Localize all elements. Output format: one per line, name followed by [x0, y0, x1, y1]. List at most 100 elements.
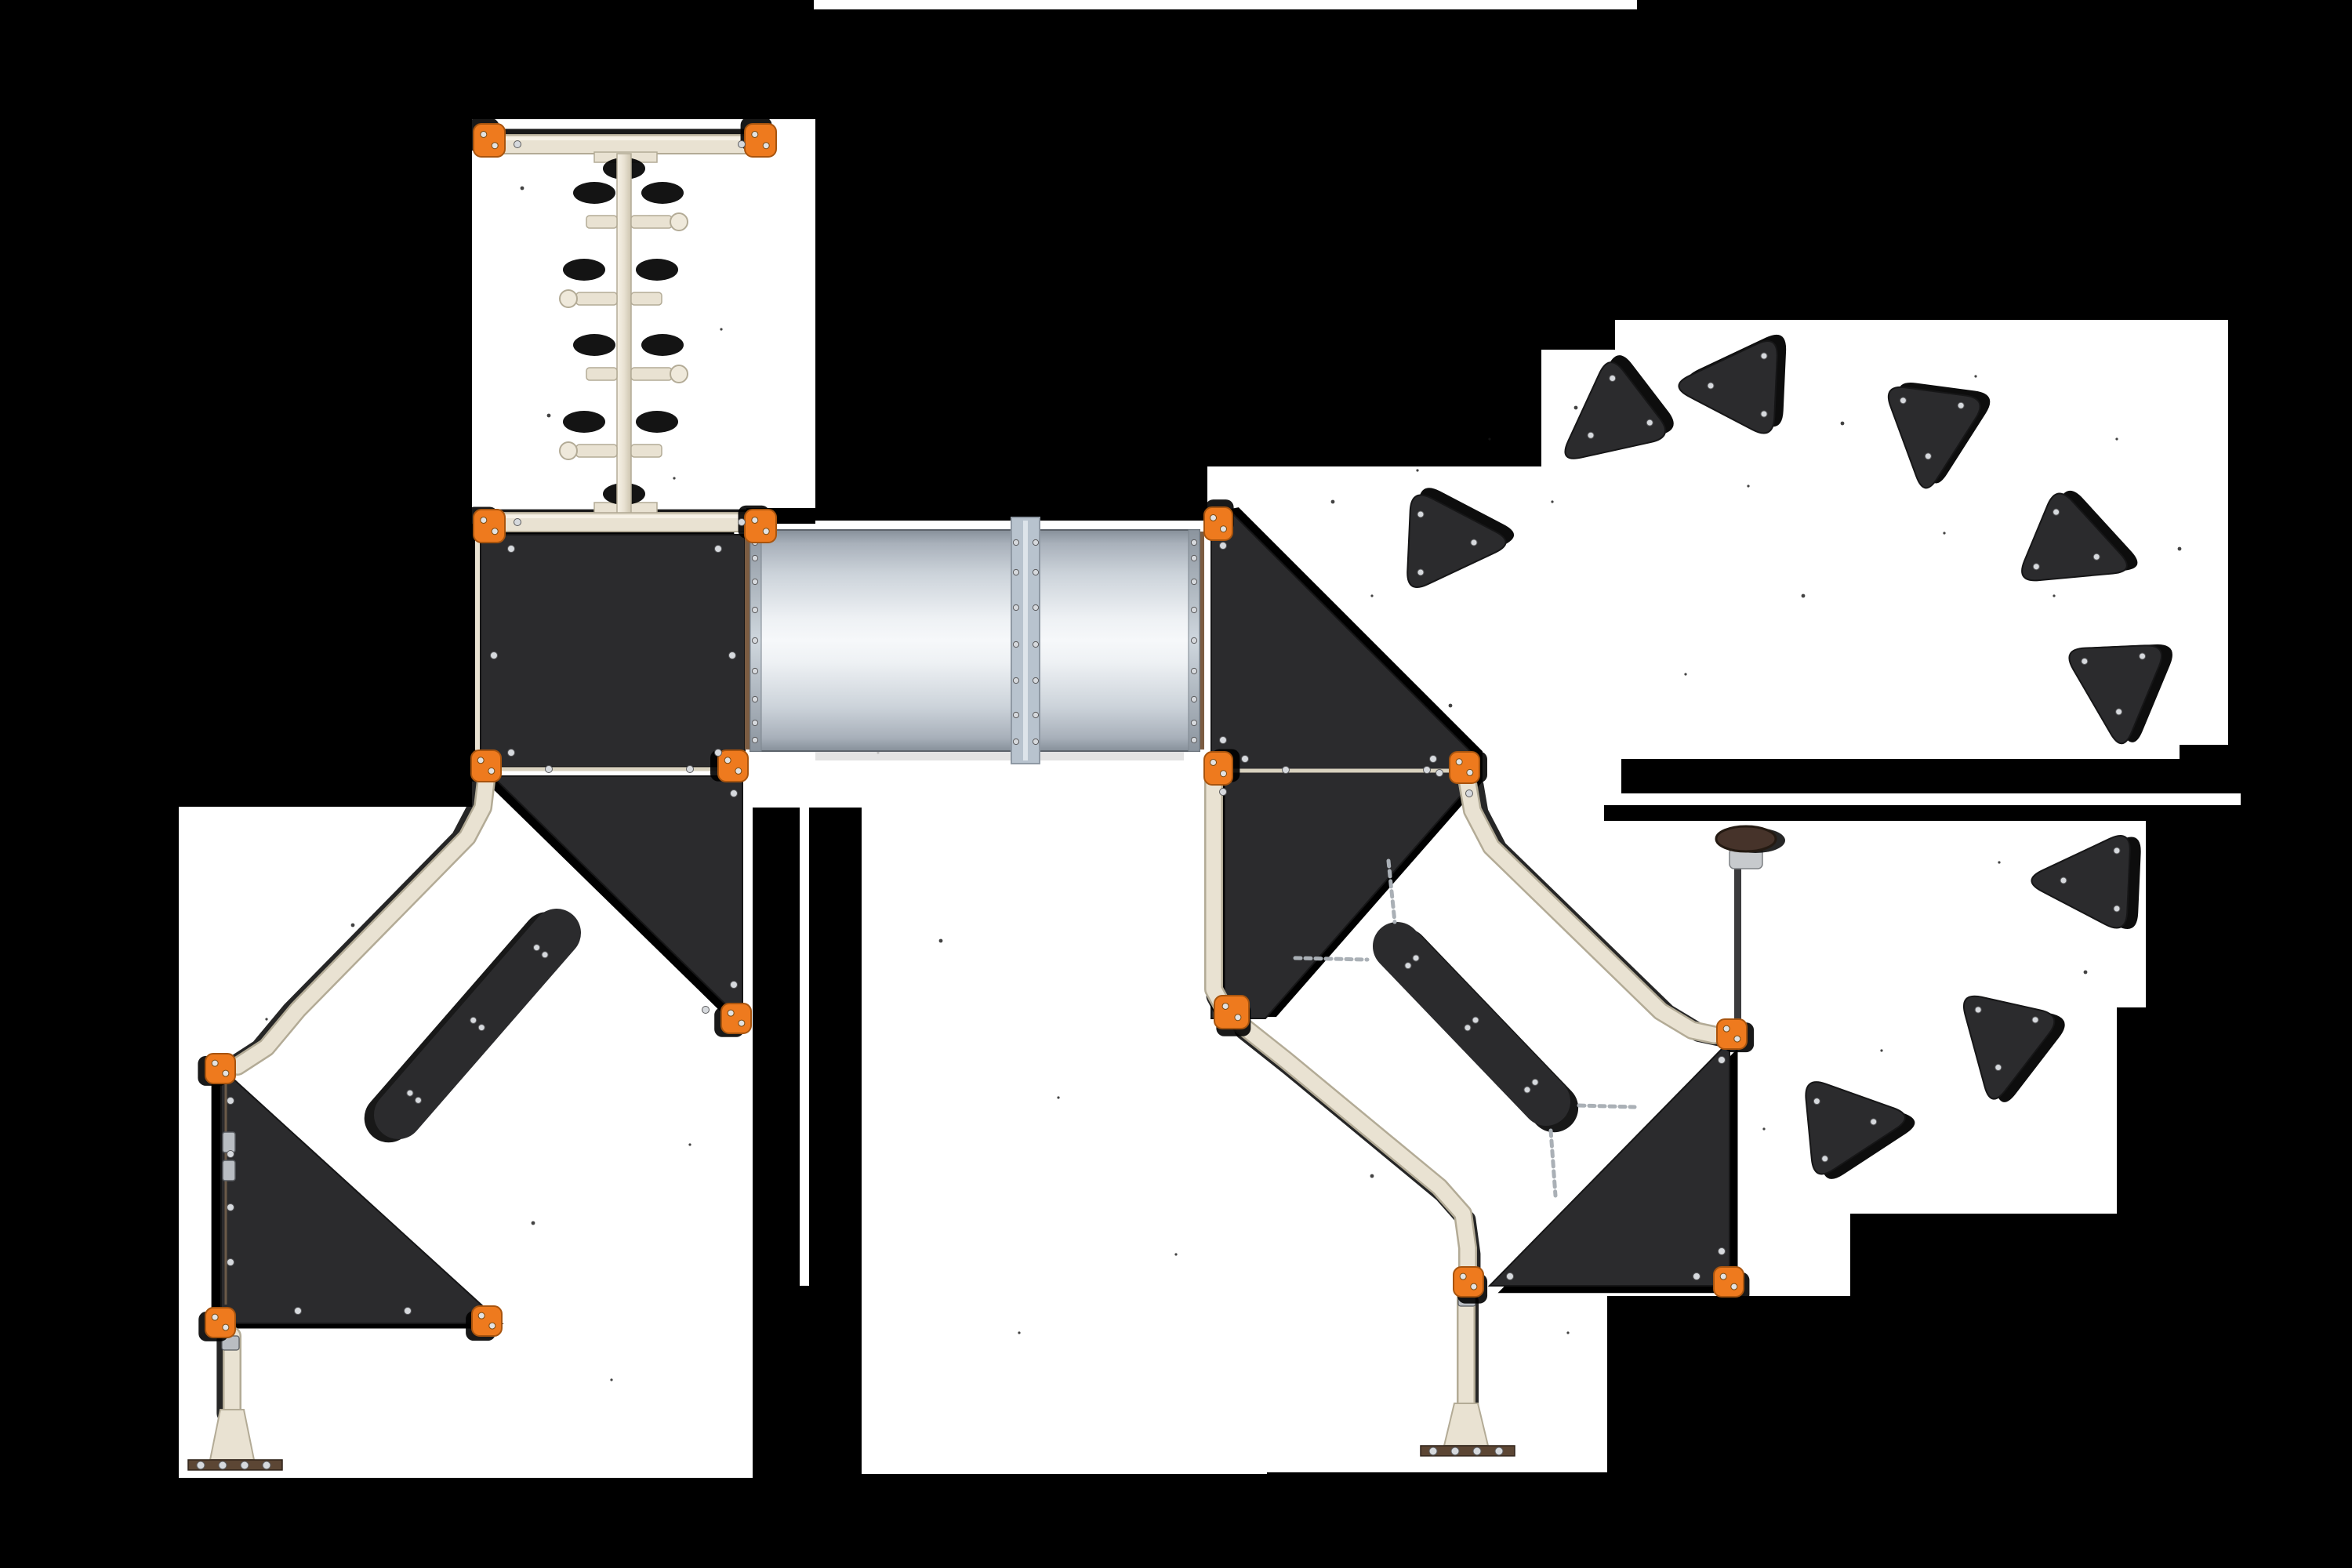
corner-clamp [1203, 751, 1233, 786]
corner-clamp [1214, 995, 1250, 1029]
clamp-screw [751, 516, 759, 524]
bolt-dot [507, 545, 515, 553]
bolt-dot [1282, 766, 1290, 774]
bolt-dot [751, 719, 759, 727]
dust-speck [1943, 532, 1946, 535]
ground-white-region [800, 808, 809, 1286]
bolt-dot [751, 554, 759, 562]
bolt-dot [1032, 539, 1040, 546]
dust-speck [265, 1018, 268, 1021]
dust-speck [673, 477, 676, 480]
deck-platform-left [480, 534, 746, 768]
dust-speck [1998, 861, 2001, 864]
tube-end-cap-brown [745, 532, 750, 750]
rung-shadow-blob [563, 411, 605, 433]
clamp-screw [1455, 758, 1463, 766]
bolt-dot [1190, 736, 1198, 744]
bolt-dot [406, 1089, 414, 1097]
bolt-dot [1219, 736, 1227, 744]
dust-speck [1057, 1096, 1060, 1099]
corner-clamp [744, 509, 777, 543]
dust-speck [2053, 594, 2056, 597]
rung-arm [575, 444, 618, 458]
anchor-foot-plate [187, 1459, 283, 1471]
bolt-dot [196, 1461, 205, 1470]
bolt-dot [1429, 755, 1437, 763]
bolt-dot [730, 981, 738, 989]
dust-speck [1566, 1331, 1570, 1334]
corner-clamp [1449, 751, 1480, 784]
handrail-right-upper [1460, 775, 1722, 1043]
bolt-dot [1994, 1064, 2002, 1072]
clamp-screw [738, 1019, 746, 1027]
dust-speck [1573, 405, 1578, 410]
bolt-dot [490, 652, 498, 659]
clamp-screw [1722, 1025, 1730, 1033]
bolt-dot [1464, 1024, 1472, 1032]
hinge-bracket [222, 1160, 236, 1181]
stepping-stone [2068, 644, 2163, 745]
clamp-screw [1210, 758, 1218, 766]
hinge-bracket [222, 1131, 236, 1153]
dust-speck [1018, 1331, 1021, 1334]
bolt-dot [738, 140, 746, 148]
bolt-dot [1693, 1272, 1700, 1280]
clamp-screw [751, 130, 759, 138]
bolt-dot [477, 1024, 485, 1032]
bolt-dot [1190, 539, 1198, 546]
bolt-dot [730, 789, 738, 797]
bolt-dot [1957, 401, 1965, 409]
bolt-dot [1718, 1056, 1726, 1064]
bolt-dot [1523, 1086, 1531, 1094]
corner-clamp [1203, 506, 1233, 541]
bolt-dot [1190, 637, 1198, 644]
dust-speck [2115, 437, 2118, 441]
clamp-screw [488, 767, 495, 775]
dust-speck [1684, 673, 1687, 676]
dust-speck [1370, 594, 1374, 597]
bolt-dot [1190, 719, 1198, 727]
rung-ball-grip [670, 365, 688, 383]
dust-speck [1747, 485, 1750, 488]
climbing-plank-left [374, 909, 581, 1139]
bolt-dot [1646, 419, 1653, 426]
render-gap-black-patch [1621, 759, 2180, 793]
bolt-dot [1609, 374, 1617, 382]
bolt-dot [2115, 708, 2123, 716]
panel-triangle-left-small [220, 1065, 504, 1324]
bolt-dot [751, 667, 759, 675]
anchor-foot-plate [1420, 1445, 1515, 1457]
bolt-dot [533, 944, 541, 952]
clamp-screw [1459, 1272, 1467, 1280]
dust-speck [720, 328, 723, 331]
bolt-dot [1470, 539, 1478, 546]
dust-speck [2083, 970, 2088, 975]
clamp-screw [727, 1009, 735, 1017]
bolt-dot [545, 765, 553, 773]
bolt-dot [1465, 789, 1473, 797]
bolt-dot [1718, 1247, 1726, 1255]
bolt-dot [1760, 352, 1768, 360]
corner-clamp [205, 1053, 236, 1084]
rung-shadow-blob [636, 259, 678, 281]
rung-stub [586, 367, 618, 381]
clamp-screw [211, 1313, 219, 1321]
clamp-screw [480, 130, 488, 138]
dust-speck [531, 1221, 535, 1225]
handrail-left [230, 773, 494, 1074]
bolt-dot [262, 1461, 271, 1470]
bolt-dot [1436, 769, 1443, 777]
bolt-dot [240, 1461, 249, 1470]
bolt-dot [2139, 652, 2147, 660]
clamp-screw [1219, 525, 1227, 533]
tube-ground-shadow [815, 751, 1184, 760]
dust-speck [1801, 593, 1806, 598]
ground-white-region [1211, 1296, 1607, 1472]
bolt-dot [1450, 1446, 1460, 1456]
corner-clamp [717, 750, 749, 782]
bolt-dot [1707, 382, 1715, 390]
climbing-plank-right [1373, 922, 1570, 1126]
deck-triangle-left-lower [490, 775, 743, 1023]
corner-clamp [205, 1307, 236, 1338]
